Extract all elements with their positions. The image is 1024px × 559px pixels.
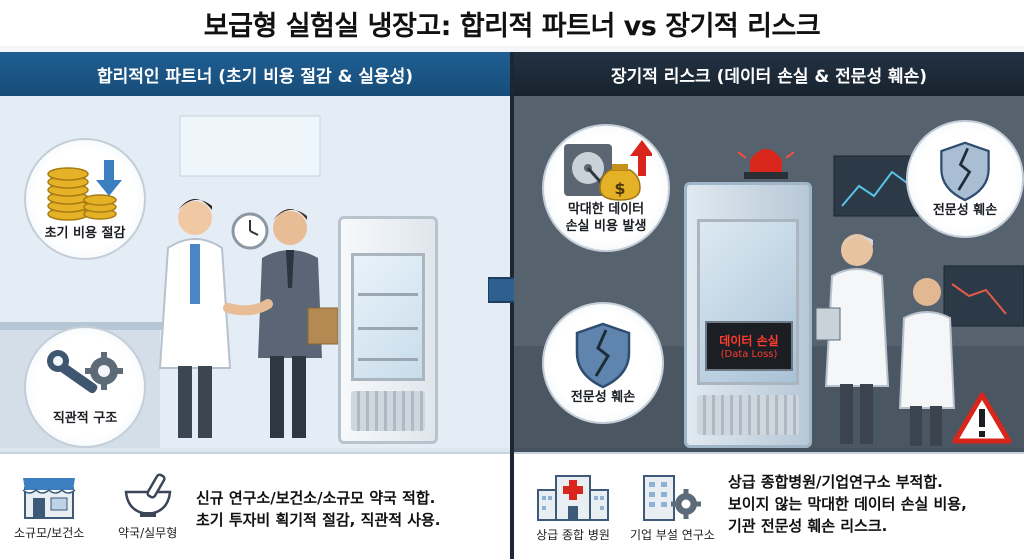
right-panel: 장기적 리스크 (데이터 손실 & 전문성 훼손) — [514, 52, 1024, 559]
bubble-cost-saving: 초기 비용 절감 — [24, 138, 146, 260]
gear-icon — [671, 489, 702, 519]
scientist-distressed-figure — [898, 278, 956, 446]
bubble-loss-label: 막대한 데이터 손실 비용 발생 — [566, 202, 647, 236]
right-desc-line2: 보이지 않는 막대한 데이터 손실 비용, — [728, 494, 967, 513]
left-bottom-section: 소규모/보건소 약국/실무형 신규 연구소/보건소/소규모 약국 적합. 초기 … — [0, 452, 510, 559]
right-description: 상급 종합병원/기업연구소 부적합. 보이지 않는 막대한 데이터 손실 비용,… — [728, 472, 967, 537]
handshake-people — [158, 199, 339, 438]
right-panel-header: 장기적 리스크 (데이터 손실 & 전문성 훼손) — [514, 52, 1024, 96]
scientist-clipboard-figure — [815, 234, 890, 444]
scientist-figure — [158, 199, 232, 438]
siren-icon — [737, 149, 795, 179]
panel-divider — [510, 52, 514, 559]
right-scene: $ 막대한 데이터 손실 비용 발생 전문성 훼손 — [514, 96, 1024, 448]
fridge-glass-door — [351, 253, 425, 381]
right-desc-line3: 기관 전문성 훼손 리스크. — [728, 516, 888, 535]
clipboard-icon — [815, 307, 841, 341]
bubble-structure-label: 직관적 구조 — [52, 410, 118, 426]
error-display-line1: 데이터 손실 — [719, 334, 779, 348]
right-desc-line1: 상급 종합병원/기업연구소 부적합. — [728, 473, 943, 491]
warning-icon — [952, 392, 1012, 444]
right-bottom-item1-label: 상급 종합 병원 — [536, 528, 610, 542]
bubble-loss-line2: 손실 비용 발생 — [565, 219, 647, 234]
store-icon — [22, 478, 76, 519]
factory-gear-icon — [643, 475, 702, 521]
svg-text:$: $ — [614, 179, 625, 198]
businessman-figure — [258, 209, 339, 438]
left-description: 신규 연구소/보건소/소규모 약국 적합. 초기 투자비 획기적 절감, 직관적… — [196, 488, 441, 532]
bubble-cost-label: 초기 비용 절감 — [44, 225, 126, 241]
gear-icon — [85, 351, 123, 390]
up-arrow-icon — [630, 140, 652, 177]
coins-icon — [47, 159, 122, 221]
bubble-expertise-label-1: 전문성 훼손 — [570, 389, 636, 405]
error-display-line2: (Data Loss) — [720, 349, 778, 360]
folder-icon — [307, 307, 339, 345]
bubble-expertise-damage-2: 전문성 훼손 — [906, 120, 1024, 238]
frozen-lab-fridge: 데이터 손실 (Data Loss) — [684, 182, 812, 448]
right-bottom-item-hospital: 상급 종합 병원 — [536, 468, 610, 543]
bubble-expertise-damage-1: 전문성 훼손 — [542, 302, 664, 424]
bubble-intuitive-structure: 직관적 구조 — [24, 326, 146, 448]
handshake — [223, 299, 273, 316]
left-header-text: 합리적인 파트너 (초기 비용 절감 & 실용성) — [96, 66, 414, 87]
pestle — [146, 473, 166, 499]
left-desc-line2: 초기 투자비 획기적 절감, 직관적 사용. — [196, 510, 441, 529]
left-panel-header: 합리적인 파트너 (초기 비용 절감 & 실용성) — [0, 52, 510, 96]
right-bottom-item2-label: 기업 부설 연구소 — [630, 528, 715, 542]
wrench-icon — [47, 349, 98, 393]
hospital-icon — [537, 475, 609, 521]
down-arrow-icon — [96, 159, 122, 196]
left-scene: 초기 비용 절감 직관적 구조 — [0, 96, 510, 448]
wrench-gear-icon — [47, 349, 123, 393]
left-panel: 합리적인 파트너 (초기 비용 절감 & 실용성) — [0, 52, 510, 559]
fridge-grille — [351, 391, 425, 431]
worried-scientists — [815, 234, 956, 446]
shield-cracked-icon — [940, 141, 990, 201]
mortar-icon — [124, 473, 172, 517]
left-bottom-item-pharmacy: 약국/실무형 — [118, 472, 177, 541]
right-bottom-item-research: 기업 부설 연구소 — [630, 468, 715, 543]
shield-cracked-icon — [575, 322, 631, 388]
left-bottom-item1-label: 소규모/보건소 — [14, 526, 85, 540]
error-display: 데이터 손실 (Data Loss) — [705, 321, 793, 371]
bubble-data-loss-cost: $ 막대한 데이터 손실 비용 발생 — [542, 124, 670, 252]
page-title: 보급형 실험실 냉장고: 합리적 파트너 vs 장기적 리스크 — [203, 10, 821, 42]
frozen-fridge-grille — [697, 395, 799, 435]
bubble-loss-line1: 막대한 데이터 — [567, 202, 645, 218]
title-bar: 보급형 실험실 냉장고: 합리적 파트너 vs 장기적 리스크 — [0, 0, 1024, 46]
left-bottom-item-clinic: 소규모/보건소 — [14, 470, 84, 541]
lab-fridge-left — [338, 216, 438, 444]
bubble-expertise-label-2: 전문성 훼손 — [932, 202, 998, 218]
left-bottom-item2-label: 약국/실무형 — [118, 526, 178, 540]
right-header-text: 장기적 리스크 (데이터 손실 & 전문성 훼손) — [610, 66, 928, 87]
hard-drive-money-icon: $ — [564, 140, 652, 201]
money-bag-icon: $ — [599, 164, 641, 201]
right-bottom-section: 상급 종합 병원 기업 부설 연구소 — [514, 452, 1024, 559]
left-desc-line1: 신규 연구소/보건소/소규모 약국 적합. — [196, 489, 436, 507]
